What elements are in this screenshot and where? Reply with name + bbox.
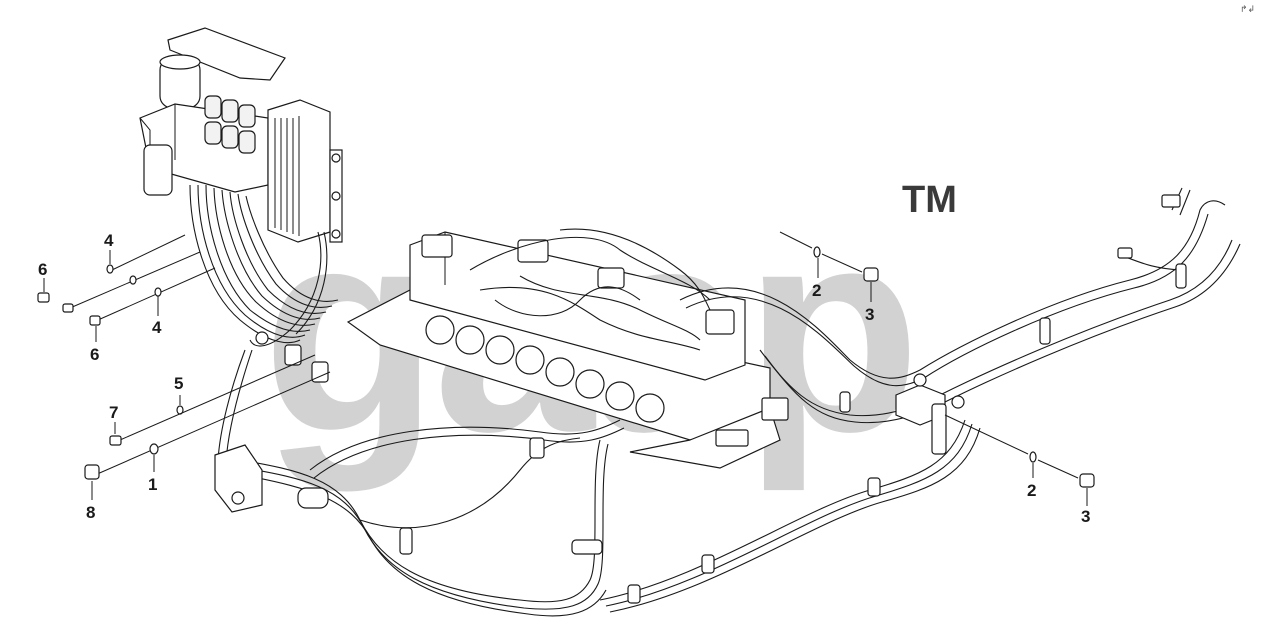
right-tee-block <box>895 373 965 455</box>
callout-7: 7 <box>109 403 118 422</box>
callout-labels: 4 6 4 6 5 7 1 8 2 3 2 3 <box>38 231 1090 526</box>
callout-2-lower: 2 <box>1027 481 1036 500</box>
valve-sections <box>421 234 789 447</box>
pilot-hose-bundle <box>189 184 339 347</box>
corner-mark: ↱↲ <box>1240 5 1255 15</box>
solenoid-valve-block <box>139 27 343 243</box>
callout-leaders <box>37 231 1095 506</box>
callout-6-lower: 6 <box>90 345 99 364</box>
callout-1: 1 <box>148 475 157 494</box>
callout-4-lower: 4 <box>152 318 162 337</box>
callout-3-lower: 3 <box>1081 507 1090 526</box>
callout-6-top: 6 <box>38 260 47 279</box>
callout-8: 8 <box>86 503 95 522</box>
lower-hose-loop <box>214 331 981 617</box>
callout-3-top: 3 <box>865 305 874 324</box>
trademark-symbol: TM <box>902 179 957 221</box>
callout-4-top: 4 <box>104 231 114 250</box>
return-pipe-lines <box>679 187 1241 424</box>
callout-5: 5 <box>174 374 183 393</box>
main-control-valve <box>346 228 789 469</box>
callout-2-top: 2 <box>812 281 821 300</box>
